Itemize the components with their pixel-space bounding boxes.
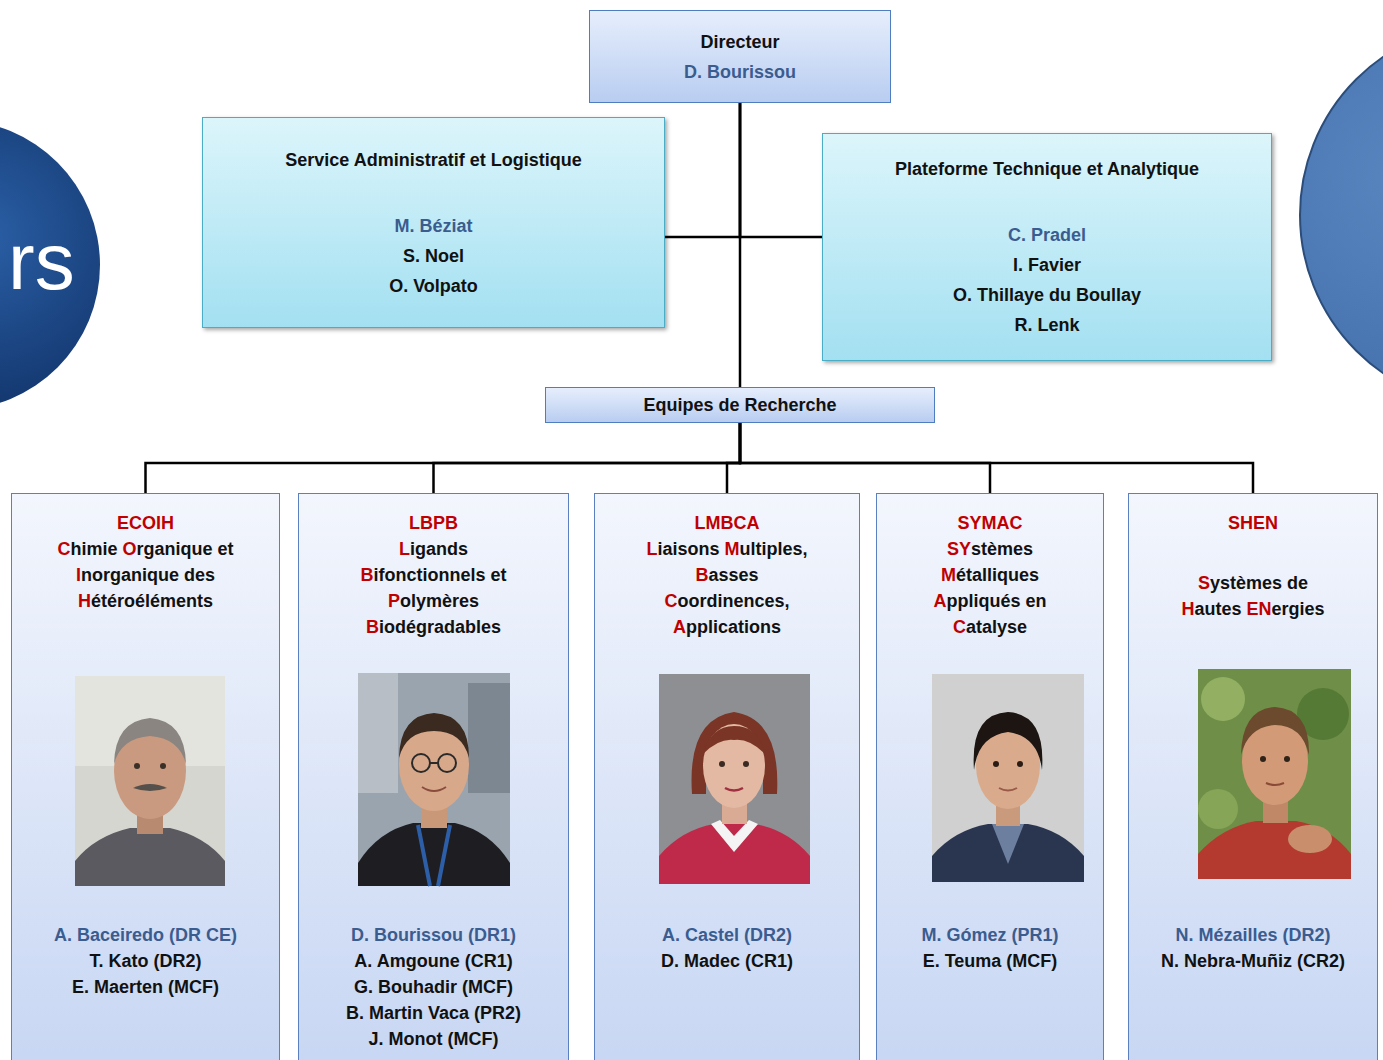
portrait-photo — [75, 676, 225, 886]
team-name: Liaisons Multiples, Basses Coordinences,… — [640, 536, 815, 640]
person-name: S. Noel — [213, 241, 654, 271]
logo-text: rs — [8, 222, 75, 302]
team-acronym: SHEN — [1137, 510, 1369, 536]
connector-line — [739, 103, 742, 387]
person-name: C. Pradel — [833, 220, 1261, 250]
member-name: T. Kato (DR2) — [20, 948, 271, 974]
group-box: Equipes de Recherche — [545, 387, 935, 423]
team-name: Chimie Organique et Inorganique des Hété… — [38, 536, 253, 614]
member-name: A. Castel (DR2) — [603, 922, 851, 948]
connector-line — [740, 103, 822, 237]
team-name: Systèmes de Hautes ENergies — [1171, 570, 1336, 622]
connector-line — [740, 423, 990, 493]
member-name: D. Madec (CR1) — [603, 948, 851, 974]
box-heading: Service Administratif et Logistique — [213, 145, 654, 175]
partner-logo — [1300, 23, 1383, 407]
person-name: D. Bourissou — [600, 57, 880, 87]
member-name: N. Nebra-Muñiz (CR2) — [1137, 948, 1369, 974]
connector-line — [740, 423, 1253, 493]
member-name: B. Martin Vaca (PR2) — [307, 1000, 560, 1026]
connector-line — [434, 423, 741, 493]
member-name: M. Gómez (PR1) — [885, 922, 1095, 948]
member-name: A. Amgoune (CR1) — [307, 948, 560, 974]
service-box: Service Administratif et Logistique M. Bé… — [202, 117, 665, 328]
person-name: O. Volpato — [213, 271, 654, 301]
person-name: I. Favier — [833, 250, 1261, 280]
director-box: DirecteurD. Bourissou — [589, 10, 891, 103]
team-acronym: LMBCA — [603, 510, 851, 536]
connector-line — [727, 423, 740, 493]
team-acronym: ECOIH — [20, 510, 271, 536]
box-heading: Equipes de Recherche — [556, 394, 924, 416]
member-name: D. Bourissou (DR1) — [307, 922, 560, 948]
member-name: A. Baceiredo (DR CE) — [20, 922, 271, 948]
member-name: E. Teuma (MCF) — [885, 948, 1095, 974]
portrait-photo — [1198, 669, 1351, 879]
service-box: Plateforme Technique et Analytique C. Pra… — [822, 133, 1272, 361]
team-name: SYstèmes Métalliques Appliqués en Cataly… — [910, 536, 1070, 640]
person-name: R. Lenk — [833, 310, 1261, 340]
team-acronym: SYMAC — [885, 510, 1095, 536]
member-name: E. Maerten (MCF) — [20, 974, 271, 1000]
person-name: O. Thillaye du Boullay — [833, 280, 1261, 310]
cnrs-logo — [0, 120, 100, 410]
member-name: N. Mézailles (DR2) — [1137, 922, 1369, 948]
member-name: J. Monot (MCF) — [307, 1026, 560, 1052]
person-name: M. Béziat — [213, 211, 654, 241]
connector-line — [665, 103, 740, 237]
portrait-photo — [358, 673, 510, 886]
box-heading: Directeur — [600, 27, 880, 57]
team-acronym: LBPB — [307, 510, 560, 536]
portrait-photo — [659, 674, 810, 884]
portrait-photo — [932, 674, 1084, 882]
team-name: Ligands Bifonctionnels et Polymères Biod… — [344, 536, 524, 640]
member-name: G. Bouhadir (MCF) — [307, 974, 560, 1000]
connector-line — [146, 423, 741, 493]
box-heading: Plateforme Technique et Analytique — [833, 154, 1261, 184]
